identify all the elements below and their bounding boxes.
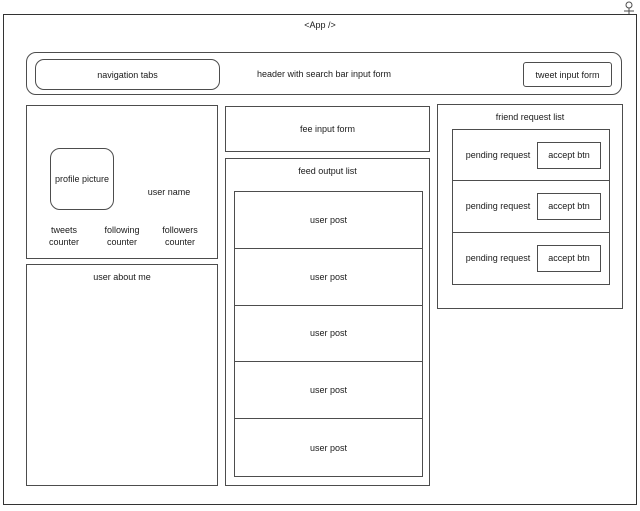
followers-counter[interactable]: followers counter xyxy=(152,224,208,248)
app-frame: <App /> navigation tabs header with sear… xyxy=(3,14,637,505)
list-item[interactable]: user post xyxy=(235,306,422,363)
feed-output-list-label: feed output list xyxy=(298,166,357,176)
user-post-label: user post xyxy=(309,385,348,396)
list-item[interactable]: user post xyxy=(235,419,422,476)
header-title: header with search bar input form xyxy=(256,68,392,79)
followers-counter-line1: followers xyxy=(162,225,198,235)
tweets-counter-line2: counter xyxy=(48,237,80,247)
feed-output-list: feed output list user post user post use… xyxy=(225,158,430,486)
pending-request-label: pending request xyxy=(465,253,531,264)
user-about-me-label: user about me xyxy=(93,272,151,282)
list-item[interactable]: user post xyxy=(235,192,422,249)
tweet-input-form[interactable]: tweet input form xyxy=(523,62,612,87)
user-about-me-panel: user about me xyxy=(26,264,218,486)
accept-button[interactable]: accept btn xyxy=(537,192,601,220)
tweets-counter[interactable]: tweets counter xyxy=(36,224,92,248)
profile-picture[interactable]: profile picture xyxy=(50,148,114,210)
following-counter[interactable]: following counter xyxy=(94,224,150,248)
accept-button-label: accept btn xyxy=(548,150,590,161)
accept-button[interactable]: accept btn xyxy=(537,141,601,169)
profile-panel: profile picture user name tweets counter… xyxy=(26,105,218,259)
list-item[interactable]: pending request accept btn xyxy=(453,233,609,284)
pending-request-label: pending request xyxy=(465,201,531,212)
user-post-label: user post xyxy=(309,442,348,453)
profile-picture-label: profile picture xyxy=(54,174,110,184)
list-item[interactable]: pending request accept btn xyxy=(453,181,609,233)
following-counter-line2: counter xyxy=(106,237,138,247)
friend-request-list-panel: friend request list pending request acce… xyxy=(437,104,623,309)
followers-counter-line2: counter xyxy=(164,237,196,247)
header-bar: navigation tabs header with search bar i… xyxy=(26,52,622,95)
tweets-counter-line1: tweets xyxy=(50,225,77,235)
tweet-input-form-label: tweet input form xyxy=(535,69,600,80)
following-counter-line1: following xyxy=(104,225,140,235)
fee-input-form[interactable]: fee input form xyxy=(225,106,430,152)
pending-request-label: pending request xyxy=(465,150,531,161)
user-post-label: user post xyxy=(309,214,348,225)
accept-button[interactable]: accept btn xyxy=(537,244,601,272)
post-list: user post user post user post user post … xyxy=(234,191,423,477)
friend-request-list: pending request accept btn pending reque… xyxy=(452,129,610,285)
list-item[interactable]: user post xyxy=(235,249,422,306)
accept-button-label: accept btn xyxy=(548,201,590,212)
list-item[interactable]: pending request accept btn xyxy=(453,130,609,182)
user-post-label: user post xyxy=(309,328,348,339)
friend-request-list-label: friend request list xyxy=(495,112,565,122)
app-title: <App /> xyxy=(304,20,336,30)
counters-row: tweets counter following counter followe… xyxy=(35,224,209,248)
list-item[interactable]: user post xyxy=(235,362,422,420)
accept-button-label: accept btn xyxy=(548,253,590,264)
user-name: user name xyxy=(147,187,191,197)
user-post-label: user post xyxy=(309,271,348,282)
fee-input-form-label: fee input form xyxy=(299,124,356,134)
